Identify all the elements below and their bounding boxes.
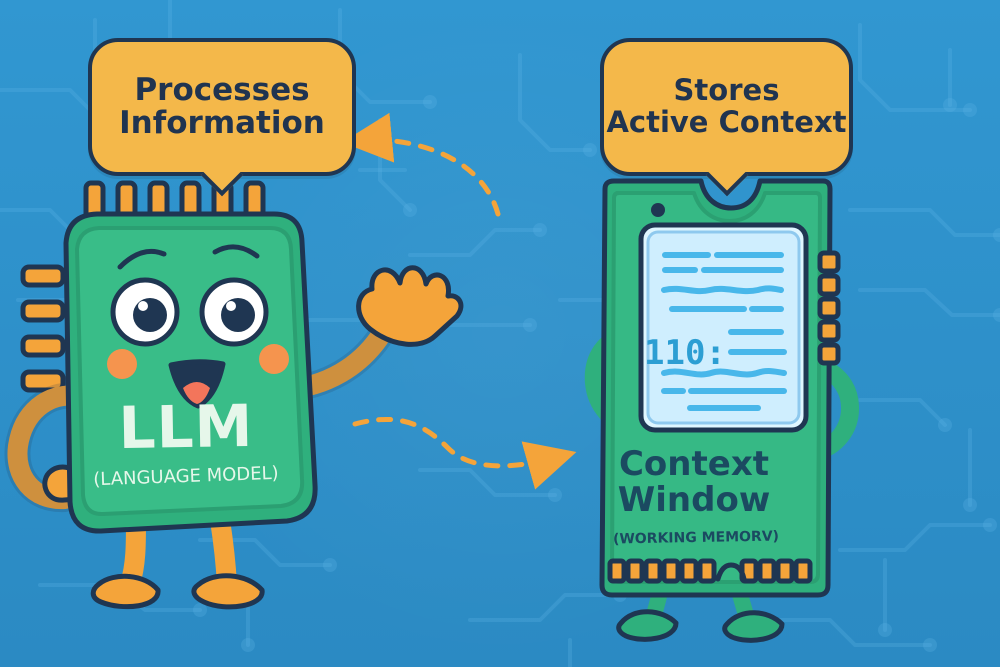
llm-side-pins [23,267,63,390]
context-right-contacts [820,253,838,363]
bottom-arrow [355,419,562,465]
stores-line: Stores [674,75,780,107]
context-right-foot [725,613,782,641]
context-screen-inner [648,232,799,423]
llm-right-hand [359,268,461,345]
active-context-line: Active Context [606,107,846,139]
llm-left-eye-sparkle [138,301,148,311]
context-notch-dot [651,203,665,217]
stores-active-context-bubble: Stores Active Context [600,38,853,176]
llm-left-pupil [133,298,167,332]
context-window-character [594,181,850,640]
information-line: Information [119,107,325,140]
context-bottom-contacts [610,561,810,581]
llm-right-pupil [221,298,255,332]
context-left-foot [619,612,676,640]
top-arrow [357,140,498,214]
processes-information-bubble: Processes Information [88,38,356,176]
processes-line: Processes [134,74,309,107]
llm-character [17,183,460,607]
llm-right-cheek [259,344,289,374]
llm-left-foot [93,576,158,606]
llm-left-cheek [107,349,137,379]
llm-right-foot [194,576,262,607]
llm-right-eye-sparkle [226,301,236,311]
